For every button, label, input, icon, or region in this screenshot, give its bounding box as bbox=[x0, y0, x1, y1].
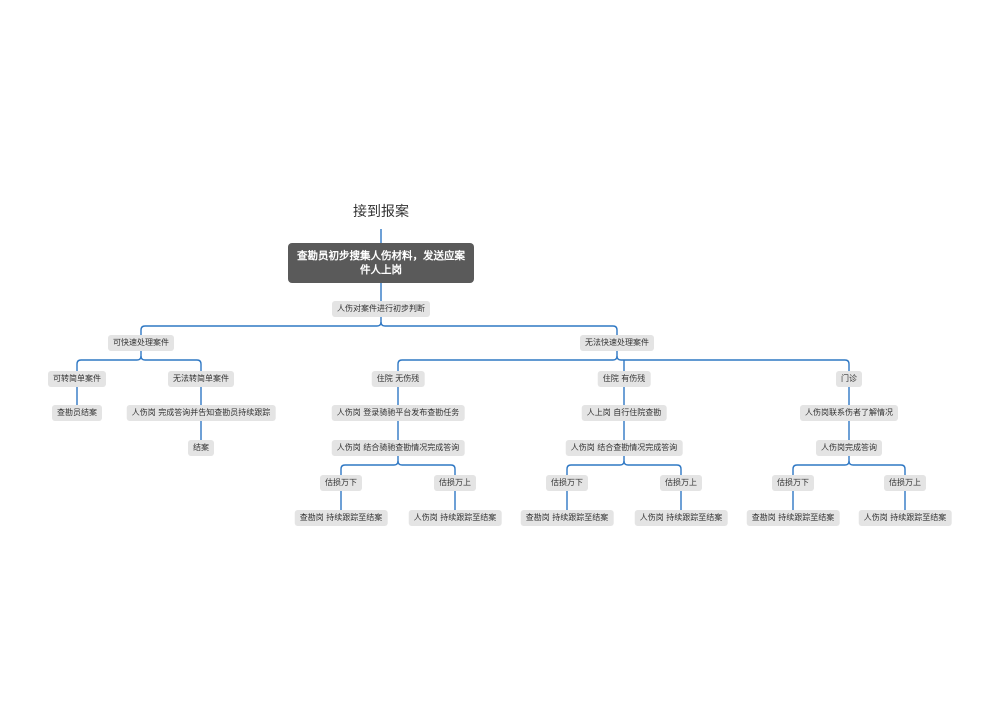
g2-l-node: 估损万下 bbox=[546, 475, 588, 491]
slow-node: 无法快速处理案件 bbox=[580, 335, 654, 351]
connector bbox=[397, 351, 618, 371]
g3-r-node: 估损万上 bbox=[884, 475, 926, 491]
connector bbox=[140, 355, 202, 371]
g3-s2-node: 人伤岗完成答询 bbox=[816, 440, 882, 456]
g1-r-leaf-node: 人伤岗 持续跟踪至结案 bbox=[408, 510, 502, 526]
fast-a-node: 可转简单案件 bbox=[48, 371, 106, 387]
main-node: 查勘员初步搜集人伤材料，发送应案件人上岗 bbox=[288, 243, 474, 283]
fast-b-c1-node: 人伤岗 完成答询并告知查勘员持续跟踪 bbox=[126, 405, 276, 421]
g3-r-leaf-node: 人伤岗 持续跟踪至结案 bbox=[858, 510, 952, 526]
g1-s2-node: 人伤岗 结合骑驰查勘情况完成答询 bbox=[331, 440, 465, 456]
g3-node: 门诊 bbox=[836, 371, 862, 387]
connector bbox=[566, 455, 625, 475]
g2-node: 住院 有伤残 bbox=[597, 371, 651, 387]
connector bbox=[792, 455, 850, 475]
g2-s1-node: 人上岗 自行住院查勘 bbox=[581, 405, 667, 421]
fast-b-node: 无法转简单案件 bbox=[168, 371, 234, 387]
g1-l-node: 估损万下 bbox=[320, 475, 362, 491]
connector bbox=[140, 316, 382, 336]
g3-l-node: 估损万下 bbox=[772, 475, 814, 491]
g1-node: 住院 无伤残 bbox=[371, 371, 425, 387]
connector bbox=[616, 355, 850, 371]
g2-s2-node: 人伤岗 结合查勘情况完成答询 bbox=[565, 440, 683, 456]
g1-s1-node: 人伤岗 登录骑驰平台发布查勘任务 bbox=[331, 405, 465, 421]
connector bbox=[76, 351, 142, 371]
fast-b-c2-node: 结案 bbox=[188, 440, 214, 456]
connector bbox=[380, 321, 618, 336]
fast-node: 可快速处理案件 bbox=[108, 335, 174, 351]
g1-r-node: 估损万上 bbox=[434, 475, 476, 491]
g3-l-leaf-node: 查勘岗 持续跟踪至结案 bbox=[746, 510, 840, 526]
connector bbox=[623, 460, 682, 475]
connector bbox=[397, 460, 456, 475]
g1-l-leaf-node: 查勘岗 持续跟踪至结案 bbox=[294, 510, 388, 526]
fast-a-child-node: 查勘员结案 bbox=[52, 405, 102, 421]
g2-r-leaf-node: 人伤岗 持续跟踪至结案 bbox=[634, 510, 728, 526]
g2-l-leaf-node: 查勘岗 持续跟踪至结案 bbox=[520, 510, 614, 526]
judge-node: 人伤对案件进行初步判断 bbox=[332, 301, 430, 317]
g2-r-node: 估损万上 bbox=[660, 475, 702, 491]
g3-s1-node: 人伤岗联系伤者了解情况 bbox=[800, 405, 898, 421]
connector bbox=[848, 460, 906, 475]
connector bbox=[340, 455, 399, 475]
root-node: 接到报案 bbox=[353, 204, 409, 220]
